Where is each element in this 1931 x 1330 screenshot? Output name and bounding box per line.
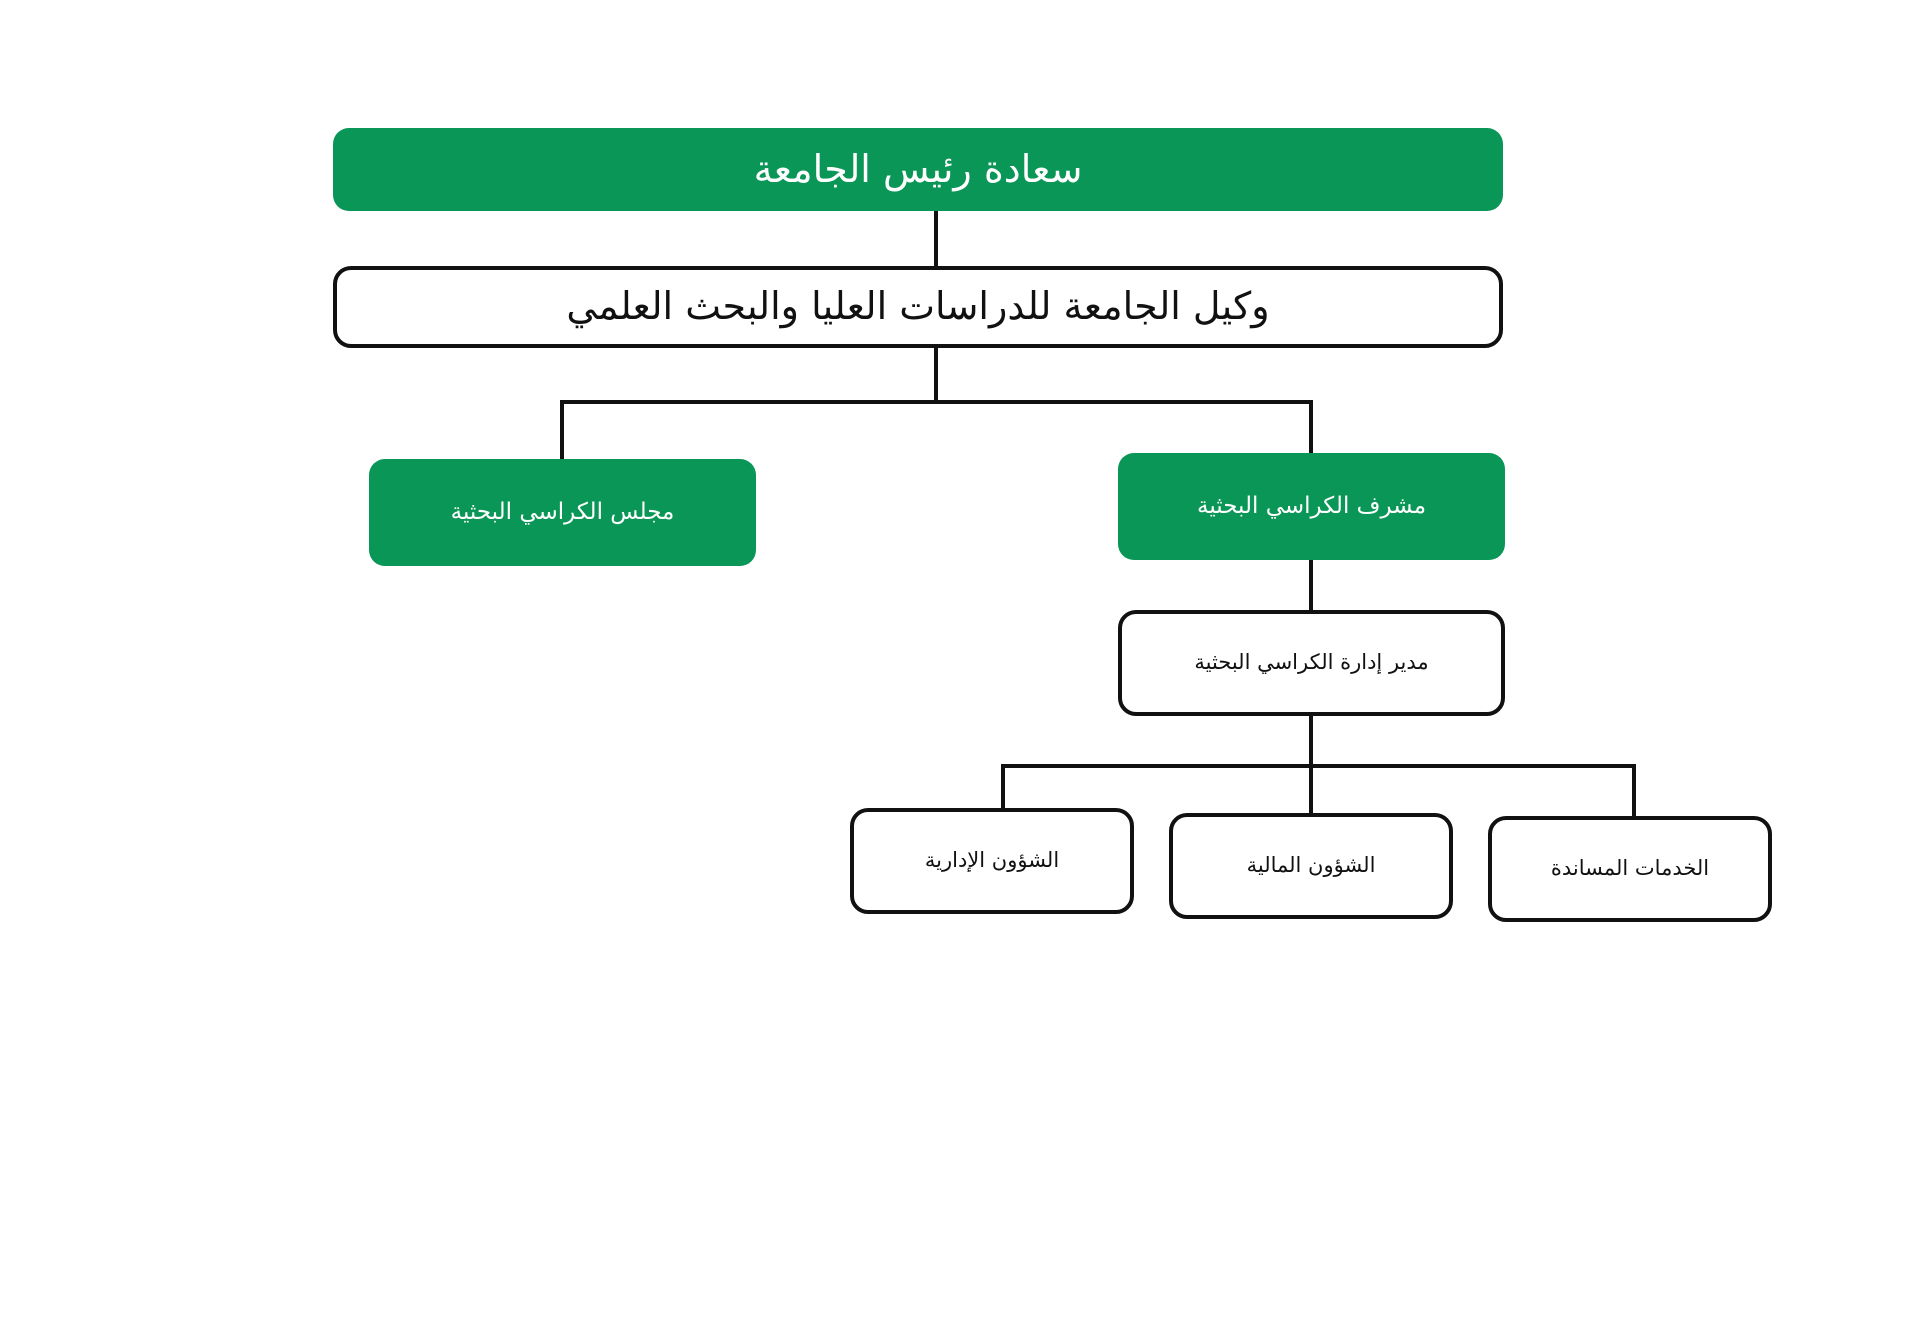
node-label: مشرف الكراسي البحثية bbox=[1197, 492, 1427, 519]
node-research-chairs-supervisor: مشرف الكراسي البحثية bbox=[1118, 453, 1505, 560]
node-administrative-affairs: الشؤون الإدارية bbox=[850, 808, 1134, 914]
node-label: سعادة رئيس الجامعة bbox=[753, 146, 1083, 191]
node-support-services: الخدمات المساندة bbox=[1488, 816, 1772, 922]
node-label: الخدمات المساندة bbox=[1550, 856, 1710, 881]
node-label: الشؤون المالية bbox=[1246, 853, 1376, 878]
node-label: مدير إدارة الكراسي البحثية bbox=[1194, 650, 1429, 675]
node-vice-president: وكيل الجامعة للدراسات العليا والبحث العل… bbox=[333, 266, 1503, 348]
node-university-president: سعادة رئيس الجامعة bbox=[333, 128, 1503, 211]
node-research-chairs-director: مدير إدارة الكراسي البحثية bbox=[1118, 610, 1505, 716]
node-label: مجلس الكراسي البحثية bbox=[450, 498, 675, 525]
node-financial-affairs: الشؤون المالية bbox=[1169, 813, 1453, 919]
node-research-chairs-council: مجلس الكراسي البحثية bbox=[369, 459, 756, 566]
node-label: الشؤون الإدارية bbox=[924, 848, 1060, 873]
node-label: وكيل الجامعة للدراسات العليا والبحث العل… bbox=[566, 284, 1270, 329]
